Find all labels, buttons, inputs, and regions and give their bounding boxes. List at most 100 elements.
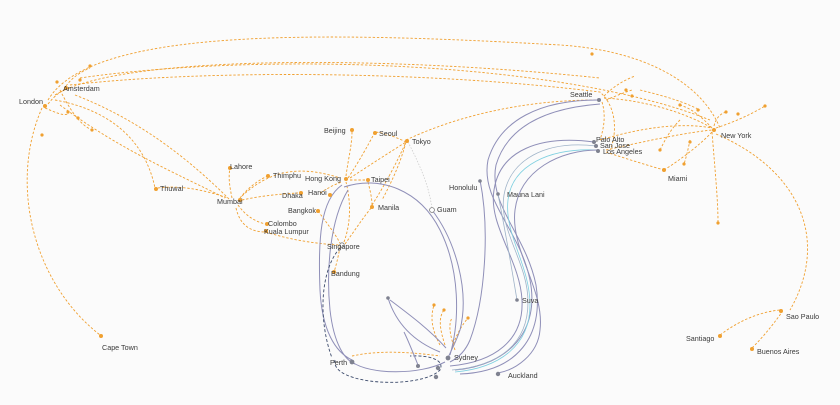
link-miami-newyork [663,131,713,171]
node-seattle[interactable] [597,98,601,102]
cable-mauna-suva [497,193,518,301]
link-hongkong-beijing [345,131,353,177]
link-seoul-tokyo [375,131,407,143]
node-dhaka[interactable] [299,191,303,195]
cable-sydney-fan-3 [403,331,419,366]
link-seattle-paloalto [599,101,605,141]
link-hongkong-seoul [347,133,375,179]
link-manila-tokyo [371,141,407,206]
node-kuala-lumpur[interactable] [264,229,268,233]
link-mumbai-thimphu [239,175,269,199]
node-sydney-o2 [442,308,446,312]
node-sao-paulo[interactable] [779,309,783,313]
link-paloalto-newyork [599,125,713,141]
node-manila[interactable] [370,205,374,209]
label-santiago: Santiago [686,334,714,343]
link-amsterdam-newyork [79,63,711,121]
node-amsterdam-3 [88,64,92,68]
node-us-3 [724,110,728,114]
node-amsterdam-2 [55,80,59,84]
label-miami: Miami [668,174,688,183]
node-thuwal[interactable] [154,187,158,191]
node-london[interactable] [43,104,47,108]
link-ny-north1 [679,104,713,129]
node-guam[interactable] [429,207,435,213]
node-thimphu[interactable] [266,174,270,178]
link-amsterdam-mumbai [74,94,231,201]
node-seattle-n1 [590,52,594,56]
node-buenos-aires[interactable] [750,347,754,351]
node-los-angeles[interactable] [596,149,600,153]
node-seoul[interactable] [373,131,377,135]
link-us-cluster2 [659,119,681,151]
label-sydney: Sydney [454,353,478,362]
link-perth-sydney [351,351,441,357]
label-los-angeles: Los Angeles [603,147,643,156]
node-hong-kong[interactable] [344,177,348,181]
node-bangkok[interactable] [316,209,320,213]
node-santiago[interactable] [718,334,722,338]
link-taipei-manila [367,181,373,206]
node-auckland[interactable] [495,371,501,377]
label-manila: Manila [378,203,399,212]
node-taipei[interactable] [366,178,370,182]
link-seattle-newyork [603,97,713,129]
node-beijing[interactable] [350,128,354,132]
link-ny-saopaulo [715,133,808,311]
node-honolulu[interactable] [478,179,482,183]
node-tokyo[interactable] [405,139,409,143]
node-san-jose[interactable] [594,144,598,148]
node-london-4 [90,128,94,132]
node-us-1 [678,103,682,107]
cable-sydney-fan-2 [389,299,447,349]
label-colombo: Colombo [268,219,297,228]
node-sydney-fan [386,296,390,300]
node-mumbai[interactable] [238,198,242,202]
node-amsterdam-4 [78,78,82,82]
node-sydney[interactable] [445,355,451,361]
cable-nodes [339,98,601,380]
node-mauna-lani[interactable] [496,192,500,196]
node-new-york[interactable] [712,128,716,132]
label-hong-kong: Hong Kong [305,174,341,183]
node-colombo[interactable] [265,222,269,226]
node-hanoi[interactable] [328,193,332,197]
node-suva[interactable] [515,298,519,302]
node-miami[interactable] [662,168,666,172]
label-amsterdam: Amsterdam [63,84,100,93]
link-buenosaires-saopaulo [751,311,783,349]
cable-perth-sydney-loop [351,361,446,373]
link-sydney-fan2 [449,317,456,351]
node-bandung[interactable] [332,270,336,274]
node-perth[interactable] [349,359,355,365]
city-labels: London Amsterdam Cape Town Thuwal Lahore… [19,84,819,380]
link-london-seattle-top [54,62,601,96]
link-london-mumbai [59,104,226,199]
label-honolulu: Honolulu [449,183,477,192]
label-singapore: Singapore [327,242,360,251]
link-thuwal-mumbai [157,186,229,199]
node-lahore[interactable] [228,166,232,170]
label-taipei: Taipei [371,175,390,184]
cable-sydney-fan-1 [387,297,441,353]
cable-palo-sydney-2 [451,144,597,371]
node-singapore[interactable] [339,242,345,248]
link-tokyo-seattle [405,99,597,141]
node-amsterdam[interactable] [64,86,68,90]
node-seattle-n3 [630,94,634,98]
link-seattle-ne2 [605,89,633,101]
link-sydney-local1 [431,304,441,346]
cable-seattle-sydney-2 [459,103,601,375]
submarine-cables [318,99,601,383]
label-kuala-lumpur: Kuala Lumpur [264,227,309,236]
cable-la-auckland [497,149,599,374]
node-palo-alto[interactable] [592,140,596,144]
label-buenos-aires: Buenos Aires [757,347,800,356]
cable-singapore-perth-1 [318,184,353,361]
cable-la-sydney-cyan [454,149,597,373]
node-cape-town[interactable] [99,334,103,338]
node-us-5 [763,104,767,108]
label-bangkok: Bangkok [288,206,316,215]
